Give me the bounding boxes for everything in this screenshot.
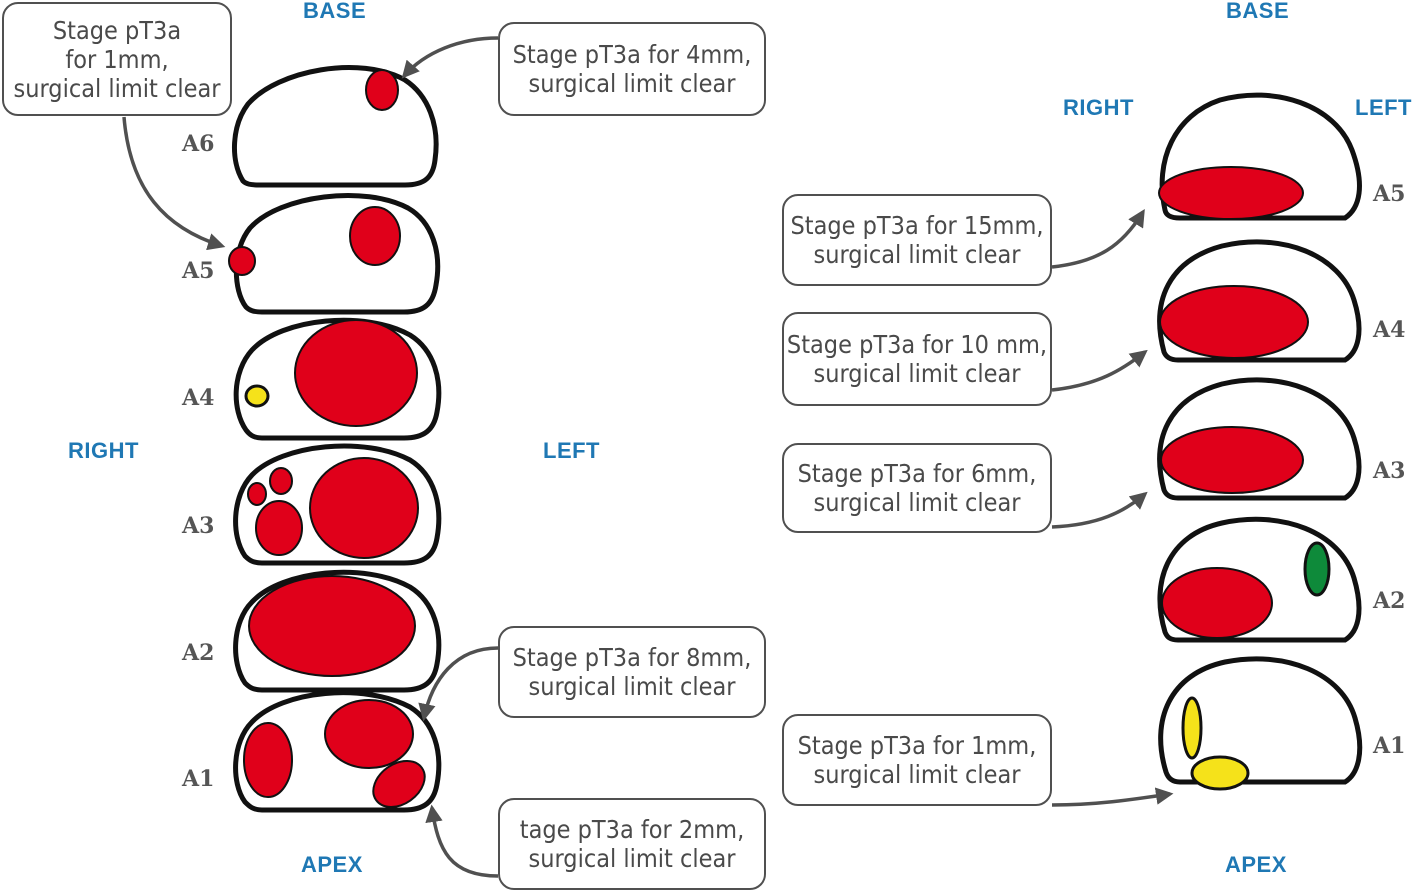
left-slice-label-a2: A2 xyxy=(182,640,215,666)
yellow-focus xyxy=(244,384,270,408)
left-base-label: BASE xyxy=(303,0,367,23)
right-left-side-label: LEFT xyxy=(1355,95,1412,120)
arrow-right-a3-callout xyxy=(1051,491,1148,529)
callout-line: for 1mm, xyxy=(65,44,169,74)
callout-line: surgical limit clear xyxy=(813,359,1021,388)
arrow-a6-callout xyxy=(401,36,499,79)
arrow-right-a5-callout xyxy=(1051,209,1145,269)
left-slice-label-a1: A1 xyxy=(182,766,215,792)
tumor-focus xyxy=(1161,567,1273,639)
tumor-focus xyxy=(269,467,293,495)
right-slice-label-a4: A4 xyxy=(1373,317,1406,343)
callout-right-a5: Stage pT3a for 15mm, surgical limit clea… xyxy=(782,194,1052,286)
callout-line: surgical limit clear xyxy=(528,672,736,701)
right-slice-label-a3: A3 xyxy=(1373,458,1406,484)
left-slice-a3 xyxy=(233,443,442,566)
tumor-focus xyxy=(309,457,419,559)
callout-left-top: Stage pT3a for 1mm, surgical limit clear xyxy=(2,2,232,116)
callout-line: Stage pT3a for 1mm, xyxy=(797,731,1037,760)
right-slice-a1 xyxy=(1158,656,1363,791)
callout-line: Stage pT3a for 4mm, xyxy=(512,40,752,69)
right-right-side-label: RIGHT xyxy=(1063,95,1134,120)
callout-line: surgical limit clear xyxy=(813,488,1021,517)
callout-line: surgical limit clear xyxy=(813,240,1021,269)
right-slice-a3 xyxy=(1157,377,1362,501)
green-focus xyxy=(1303,541,1331,597)
arrow-a1-upper-callout xyxy=(418,646,499,722)
yellow-focus xyxy=(1190,755,1250,791)
right-apex-label: APEX xyxy=(1225,852,1287,877)
arrow-right-a4-callout xyxy=(1051,349,1148,392)
right-slice-label-a5: A5 xyxy=(1373,181,1406,207)
tumor-focus xyxy=(1160,426,1304,494)
callout-right-a1: Stage pT3a for 1mm, surgical limit clear xyxy=(782,714,1052,806)
left-left-side-label: LEFT xyxy=(543,438,600,463)
callout-left-a1-lower: tage pT3a for 2mm, surgical limit clear xyxy=(498,798,766,890)
tumor-focus xyxy=(294,319,418,427)
callout-line: tage pT3a for 2mm, xyxy=(519,815,745,844)
left-apex-label: APEX xyxy=(301,852,363,877)
callout-line: Stage pT3a xyxy=(52,15,182,45)
callout-line: Stage pT3a for 8mm, xyxy=(512,643,752,672)
tumor-focus xyxy=(1158,166,1304,220)
left-right-side-label: RIGHT xyxy=(68,438,139,463)
tumor-focus xyxy=(248,575,416,677)
left-slice-label-a4: A4 xyxy=(182,385,215,411)
right-slice-a4 xyxy=(1157,239,1362,363)
callout-line: Stage pT3a for 10 mm, xyxy=(786,330,1048,359)
callout-left-a6: Stage pT3a for 4mm, surgical limit clear xyxy=(498,22,766,116)
callout-line: surgical limit clear xyxy=(13,73,221,103)
arrow-right-a1-callout xyxy=(1051,787,1174,807)
left-slice-a6 xyxy=(232,65,439,188)
tumor-focus xyxy=(324,699,414,769)
tumor-focus xyxy=(1159,285,1309,359)
tumor-focus xyxy=(243,722,293,798)
right-slice-label-a2: A2 xyxy=(1373,588,1406,614)
callout-left-a1-upper: Stage pT3a for 8mm, surgical limit clear xyxy=(498,626,766,718)
arrow-a1-lower-callout xyxy=(425,804,499,878)
tumor-focus xyxy=(349,206,401,266)
left-slice-a1 xyxy=(233,690,442,813)
left-slice-a5 xyxy=(228,193,441,315)
left-slice-a4 xyxy=(233,317,442,441)
tumor-focus xyxy=(255,500,303,556)
callout-line: Stage pT3a for 6mm, xyxy=(797,459,1037,488)
right-base-label: BASE xyxy=(1226,0,1290,23)
left-slice-a2 xyxy=(233,569,442,693)
tumor-focus xyxy=(365,69,399,111)
right-slice-label-a1: A1 xyxy=(1373,733,1406,759)
callout-line: surgical limit clear xyxy=(813,760,1021,789)
right-slice-a2 xyxy=(1157,516,1362,643)
yellow-focus xyxy=(1181,696,1203,760)
left-slice-label-a5: A5 xyxy=(182,258,215,284)
left-slice-label-a3: A3 xyxy=(182,513,215,539)
callout-line: surgical limit clear xyxy=(528,844,736,873)
right-slice-a5 xyxy=(1158,92,1362,221)
arrow-left-top-to-a5 xyxy=(122,116,226,251)
callout-right-a4: Stage pT3a for 10 mm, surgical limit cle… xyxy=(782,312,1052,406)
left-slice-label-a6: A6 xyxy=(182,131,215,157)
tumor-focus xyxy=(247,482,267,506)
callout-right-a3: Stage pT3a for 6mm, surgical limit clear xyxy=(782,443,1052,533)
tumor-focus xyxy=(228,246,256,276)
tumor-focus xyxy=(372,760,426,808)
callout-line: Stage pT3a for 15mm, xyxy=(790,211,1044,240)
callout-line: surgical limit clear xyxy=(528,69,736,98)
